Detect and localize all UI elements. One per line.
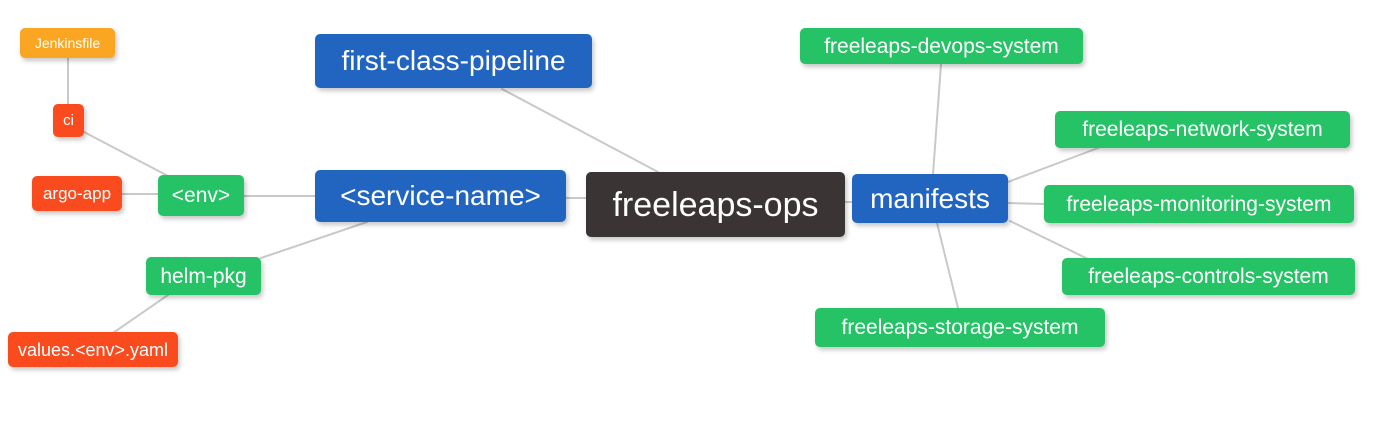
node-freeleaps-monitoring-system[interactable]: freeleaps-monitoring-system xyxy=(1044,185,1354,223)
node-manifests[interactable]: manifests xyxy=(852,174,1008,223)
node-freeleaps-storage-system[interactable]: freeleaps-storage-system xyxy=(815,308,1105,347)
node-jenkinsfile[interactable]: Jenkinsfile xyxy=(20,28,115,58)
node-root-freeleaps-ops[interactable]: freeleaps-ops xyxy=(586,172,845,237)
node-values-env-yaml[interactable]: values.<env>.yaml xyxy=(8,332,178,367)
edge-manifests-monitoring xyxy=(1007,202,1045,205)
edge-manifests-devops xyxy=(932,63,942,175)
edge-first-class-pipeline-root xyxy=(501,88,659,173)
node-freeleaps-network-system[interactable]: freeleaps-network-system xyxy=(1055,111,1350,148)
node-freeleaps-devops-system[interactable]: freeleaps-devops-system xyxy=(800,28,1083,64)
node-service-name[interactable]: <service-name> xyxy=(315,170,566,222)
edge-manifests-network xyxy=(1007,147,1099,183)
node-freeleaps-controls-system[interactable]: freeleaps-controls-system xyxy=(1062,258,1355,295)
node-helm-pkg[interactable]: helm-pkg xyxy=(146,257,261,295)
node-argo-app[interactable]: argo-app xyxy=(32,176,122,211)
node-ci[interactable]: ci xyxy=(53,104,84,137)
node-first-class-pipeline[interactable]: first-class-pipeline xyxy=(315,34,592,88)
edge-helm-pkg-values xyxy=(112,294,169,334)
node-env[interactable]: <env> xyxy=(158,175,244,216)
edge-ci-env xyxy=(83,131,171,178)
edge-service-name-helm-pkg xyxy=(260,221,368,259)
edge-manifests-storage xyxy=(936,222,959,309)
edge-manifests-controls xyxy=(1009,220,1091,261)
